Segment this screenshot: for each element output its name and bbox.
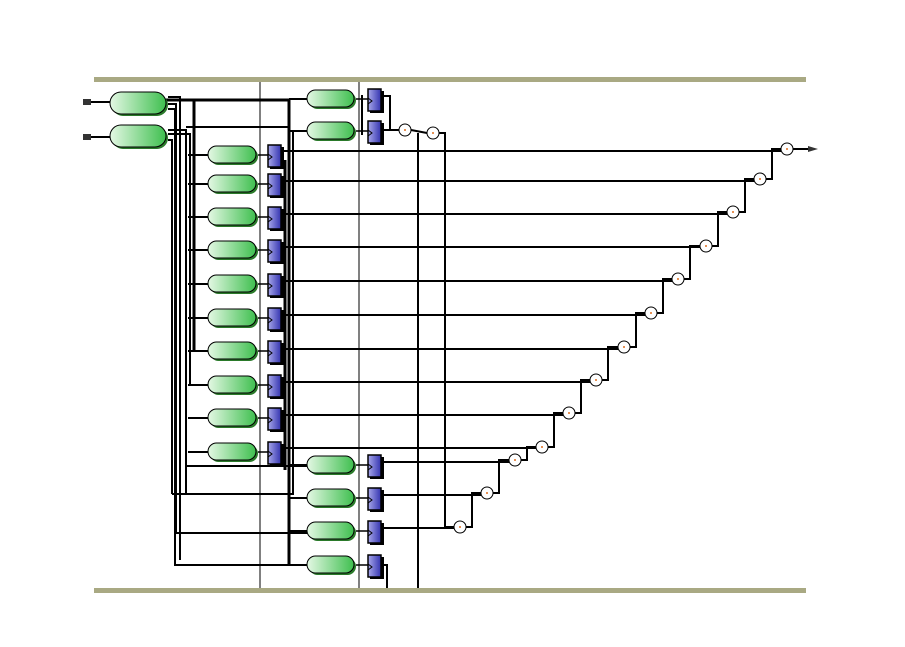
chain-wire — [766, 148, 781, 180]
register[interactable] — [367, 454, 382, 478]
adder-symbol-icon — [514, 459, 516, 461]
tap-block[interactable] — [207, 207, 257, 226]
input-block[interactable] — [109, 124, 167, 148]
adder-symbol-icon — [732, 211, 734, 213]
chain-wire — [630, 312, 645, 348]
adder-symbol-icon — [677, 278, 679, 280]
output-port-icon[interactable] — [808, 146, 818, 152]
tap-block[interactable] — [306, 89, 355, 108]
register[interactable] — [267, 239, 282, 263]
clock-input-icon — [367, 496, 373, 504]
frame — [94, 77, 806, 593]
chain-wire — [739, 178, 754, 213]
clock-input-icon — [367, 563, 373, 571]
tap-block[interactable] — [207, 375, 257, 394]
register[interactable] — [267, 407, 282, 431]
chain-wire — [439, 132, 454, 528]
input-port-icon[interactable] — [83, 134, 91, 140]
register[interactable] — [267, 273, 282, 297]
adder-symbol-icon — [432, 132, 434, 134]
register[interactable] — [267, 206, 282, 230]
register[interactable] — [367, 487, 382, 511]
adder-symbol-icon — [595, 379, 597, 381]
bus-wire — [168, 139, 173, 494]
chain-wire — [548, 412, 563, 448]
register[interactable] — [267, 307, 282, 331]
register[interactable] — [367, 88, 382, 112]
tap-block[interactable] — [207, 274, 257, 293]
tap-block[interactable] — [207, 442, 257, 461]
adder-symbol-icon — [459, 526, 461, 528]
blocks — [83, 88, 818, 579]
bus-wire — [168, 96, 181, 560]
register[interactable] — [267, 374, 282, 398]
tap-block[interactable] — [207, 240, 257, 259]
tap-block[interactable] — [207, 341, 257, 360]
tap-block[interactable] — [306, 455, 355, 474]
clock-input-icon — [267, 383, 273, 391]
clock-input-icon — [267, 349, 273, 357]
register[interactable] — [367, 120, 382, 144]
chain-wire — [493, 459, 509, 494]
clock-input-icon — [267, 450, 273, 458]
tap-block[interactable] — [306, 521, 355, 540]
clock-input-icon — [267, 182, 273, 190]
chain-wire — [575, 379, 590, 414]
clock-input-icon — [367, 129, 373, 137]
register[interactable] — [367, 554, 382, 578]
adder-symbol-icon — [705, 245, 707, 247]
chain-wire — [521, 446, 536, 461]
clock-input-icon — [267, 215, 273, 223]
register[interactable] — [267, 173, 282, 197]
chain-wire — [466, 492, 481, 528]
wires — [91, 82, 808, 588]
chain-wire — [602, 346, 618, 381]
input-block[interactable] — [109, 91, 167, 115]
clock-input-icon — [367, 463, 373, 471]
tap-block[interactable] — [207, 308, 257, 327]
adder-symbol-icon — [541, 446, 543, 448]
adder-symbol-icon — [404, 129, 406, 131]
adder-symbol-icon — [568, 412, 570, 414]
clock-input-icon — [367, 97, 373, 105]
top-border-bar — [94, 77, 806, 82]
data-wire — [382, 95, 399, 131]
adder-symbol-icon — [486, 492, 488, 494]
tap-block[interactable] — [207, 174, 257, 193]
clock-input-icon — [267, 248, 273, 256]
adder-symbol-icon — [759, 178, 761, 180]
clock-input-icon — [267, 153, 273, 161]
adder-symbol-icon — [650, 312, 652, 314]
clock-input-icon — [267, 316, 273, 324]
adder-symbol-icon — [786, 148, 788, 150]
register[interactable] — [267, 340, 282, 364]
clock-input-icon — [367, 529, 373, 537]
register[interactable] — [367, 520, 382, 544]
bus-wire — [168, 108, 307, 566]
bus-wire — [166, 98, 291, 565]
tap-block[interactable] — [306, 555, 355, 574]
tap-block[interactable] — [207, 145, 257, 164]
bus-wire — [172, 130, 307, 495]
register[interactable] — [267, 144, 282, 168]
register[interactable] — [267, 441, 282, 465]
input-port-icon[interactable] — [83, 99, 91, 105]
bottom-border-bar — [94, 588, 806, 593]
tap-block[interactable] — [306, 488, 355, 507]
adder-symbol-icon — [623, 346, 625, 348]
chain-wire — [410, 129, 428, 134]
chain-wire — [712, 211, 727, 247]
chain-wire — [684, 245, 700, 280]
clock-input-icon — [267, 282, 273, 290]
clock-input-icon — [267, 416, 273, 424]
tap-block[interactable] — [306, 121, 355, 140]
tap-block[interactable] — [207, 408, 257, 427]
chain-wire — [657, 278, 672, 314]
